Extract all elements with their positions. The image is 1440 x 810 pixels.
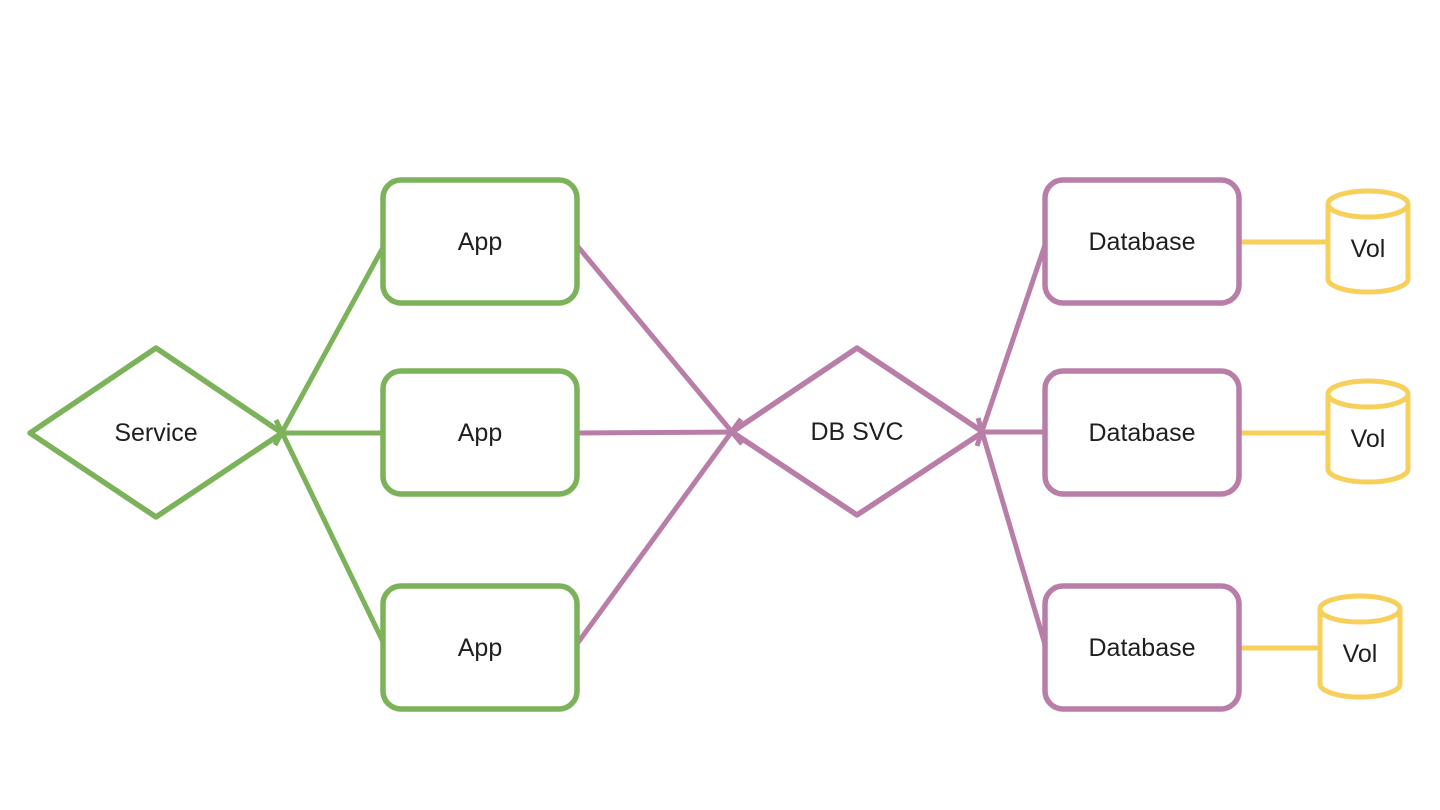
db-service-node: DB SVC [729,345,986,518]
app-box-2-shape [380,368,580,497]
database-node-1: Database [1042,177,1242,306]
database-label-1: Database [1088,228,1195,256]
database-box-2-shape [1042,368,1242,497]
app-node-3: App [380,583,580,712]
volume-label-3: Vol [1343,640,1378,668]
volume-cylinder-1-top [1325,188,1411,220]
volume-cylinder-2-top [1325,378,1411,410]
volume-node-3: Vol [1317,593,1403,700]
volume-node-2: Vol [1325,378,1411,485]
volume-label-1: Vol [1351,235,1386,263]
app-label-3: App [458,634,502,662]
edges [267,239,1331,651]
volume-label-2: Vol [1351,425,1386,453]
app-label-2: App [458,419,502,447]
volume-cylinder-1-body [1325,204,1411,295]
volume-cylinder-3-top [1317,593,1403,625]
service-label: Service [114,419,197,447]
volume-cylinder-2-body [1325,394,1411,485]
database-label-2: Database [1088,419,1195,447]
database-box-1-shape [1042,177,1242,306]
app-box-3-shape [380,583,580,712]
database-label-3: Database [1088,634,1195,662]
database-node-3: Database [1042,583,1242,712]
edge-dbsvc-database-1 [974,241,1049,447]
volume-cylinder-3-body [1317,609,1403,700]
edge-service-app-3 [273,418,389,650]
app-label-1: App [458,228,502,256]
db-service-label: DB SVC [810,418,903,446]
app-node-2: App [380,368,580,497]
db-service-diamond-shape [729,345,986,518]
database-node-2: Database [1042,368,1242,497]
edge-app-3-dbsvc [571,417,744,650]
database-box-3-shape [1042,583,1242,712]
service-diamond-shape [27,345,285,520]
app-node-1: App [380,177,580,306]
edge-dbsvc-database-3 [975,417,1049,649]
edge-service-app-1 [272,240,389,447]
app-box-1-shape [380,177,580,306]
service-node: Service [27,345,285,520]
volume-node-1: Vol [1325,188,1411,295]
edge-app-2-dbsvc [573,429,749,436]
edge-app-1-dbsvc [572,240,744,446]
